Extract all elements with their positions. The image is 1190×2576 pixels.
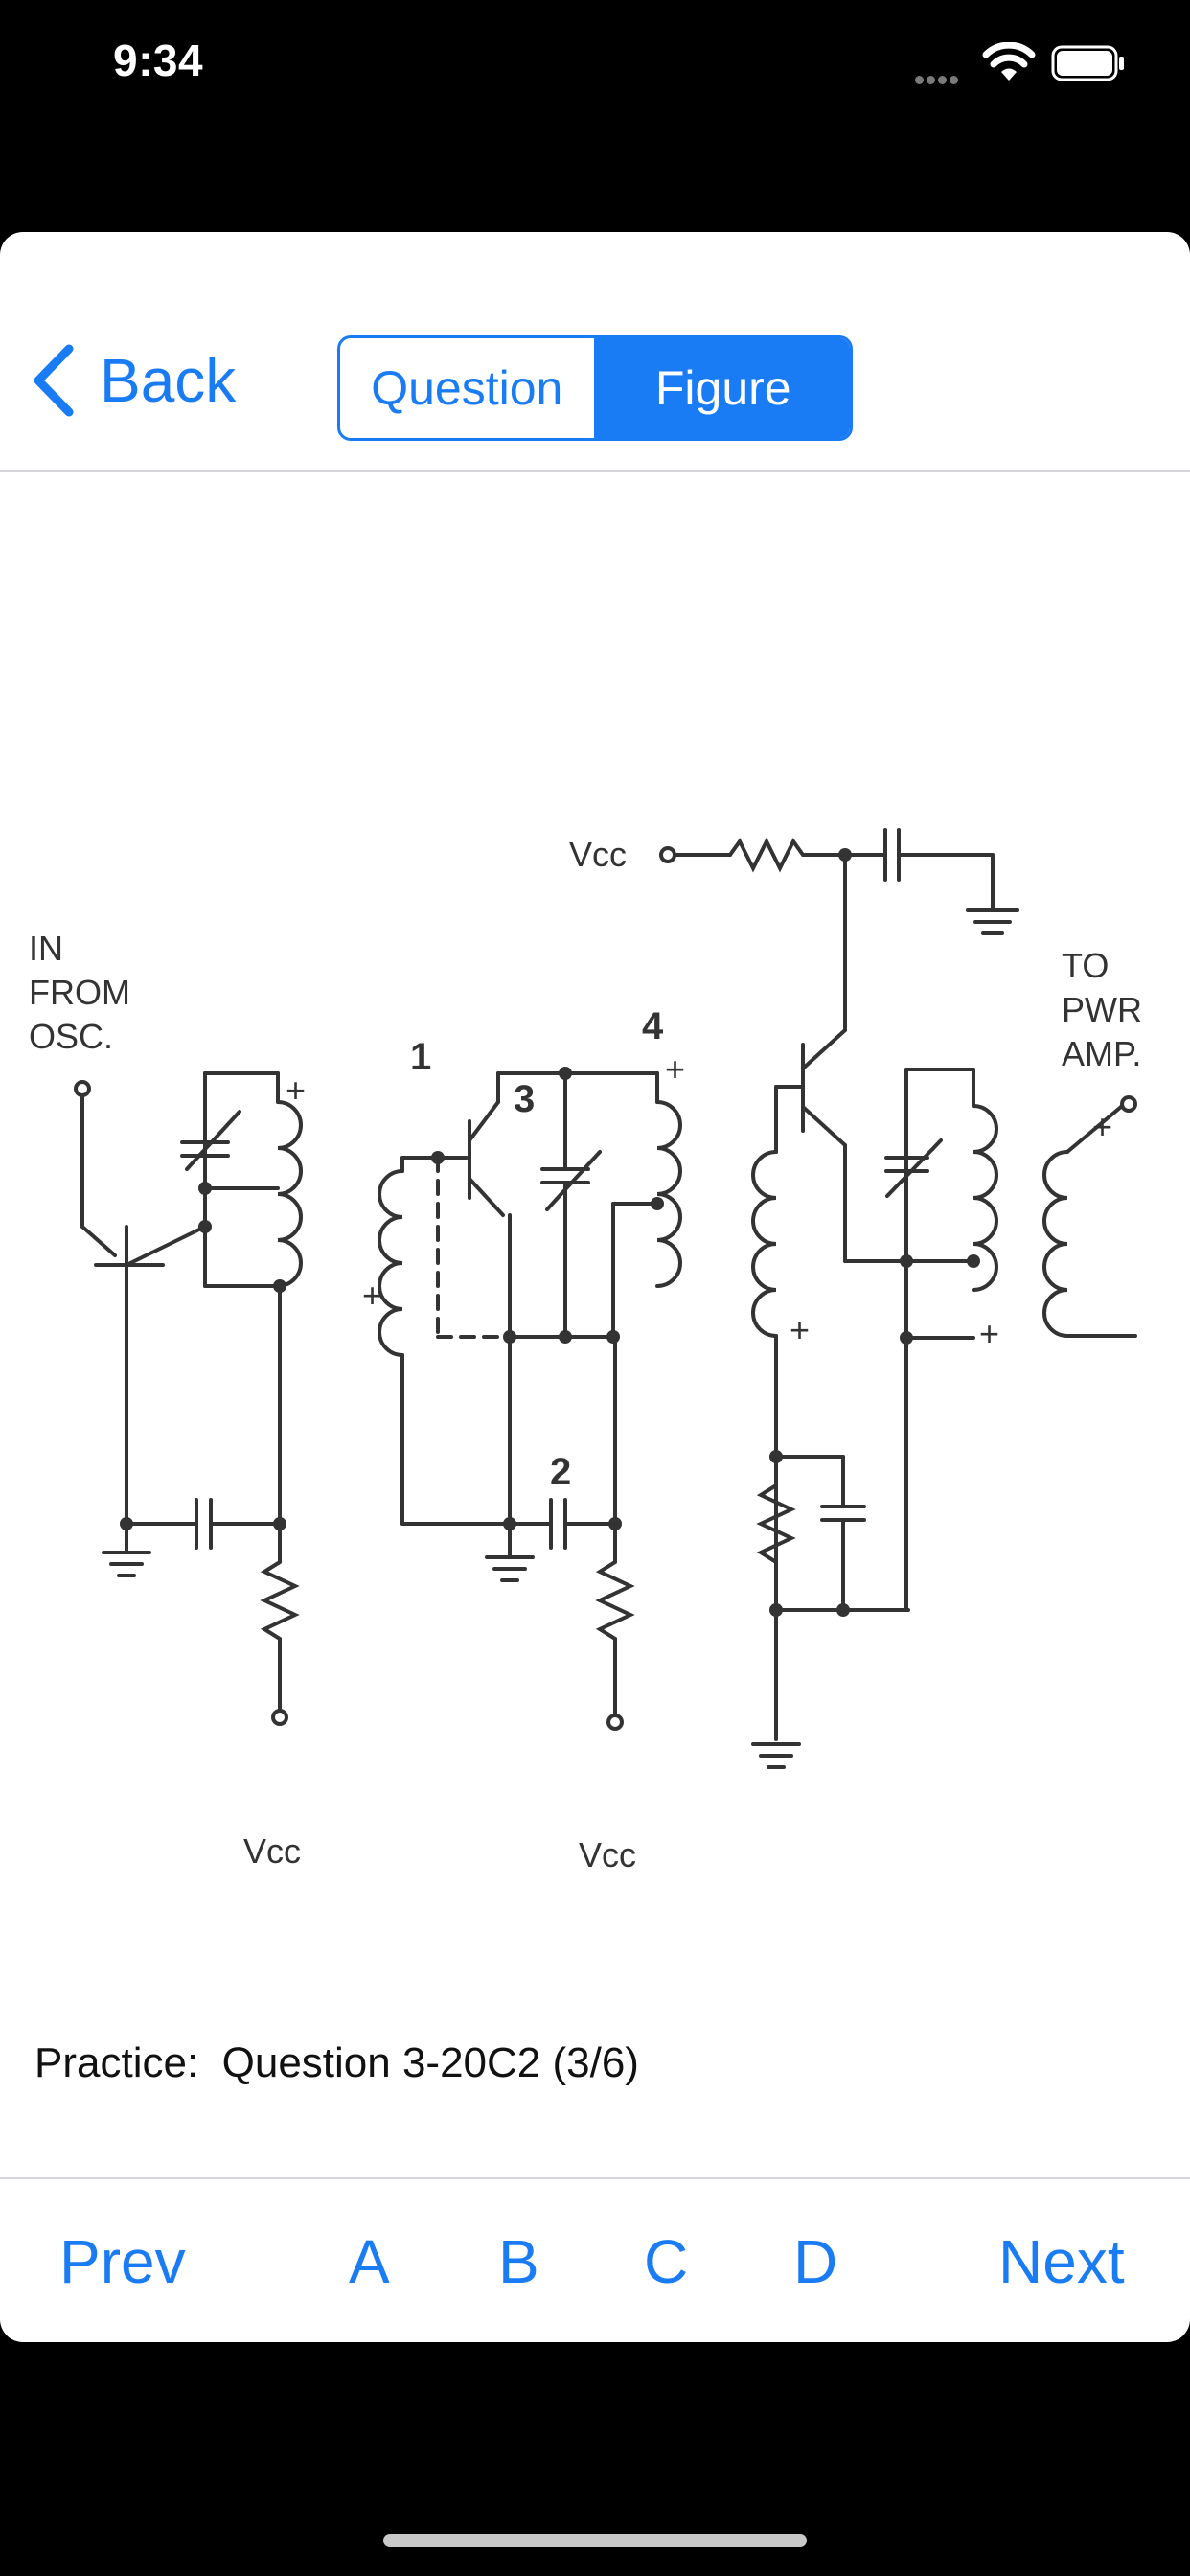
figure-area: IN FROM OSC. TO PWR AMP. Vcc Vcc Vcc 1 2…	[0, 470, 1190, 2099]
caption-prefix: Practice:	[34, 2039, 199, 2086]
bottom-toolbar: Prev A B C D Next	[0, 2177, 1190, 2342]
view-segmented-control[interactable]: Question Figure	[337, 335, 853, 441]
plus-sign: +	[286, 1070, 306, 1110]
plus-sign: +	[1092, 1107, 1112, 1146]
prev-button[interactable]: Prev	[59, 2227, 186, 2296]
plus-sign: +	[362, 1276, 382, 1315]
plus-sign: +	[665, 1049, 685, 1089]
back-button[interactable]: Back	[29, 337, 236, 424]
main-card: Back Question Figure	[0, 232, 1190, 2342]
label-vcc-left: Vcc	[243, 1831, 301, 1871]
segment-question[interactable]: Question	[371, 361, 563, 415]
label-osc: OSC.	[29, 1017, 113, 1056]
label-point-1: 1	[410, 1036, 431, 1078]
status-time: 9:34	[113, 35, 204, 85]
label-amp: AMP.	[1062, 1034, 1141, 1073]
label-point-2: 2	[550, 1451, 571, 1493]
label-point-4: 4	[642, 1005, 664, 1047]
cellular-signal-icon	[915, 72, 961, 89]
plus-sign: +	[790, 1310, 810, 1349]
chevron-left-icon	[34, 344, 74, 417]
battery-icon	[1051, 45, 1124, 81]
back-label: Back	[100, 346, 237, 415]
plus-sign: +	[979, 1314, 999, 1353]
answer-c-button[interactable]: C	[644, 2227, 689, 2296]
status-bar: 9:34	[0, 0, 1190, 134]
wifi-icon	[982, 42, 1036, 80]
label-pwr: PWR	[1062, 990, 1142, 1029]
caption-question: Question 3-20C2 (3/6)	[221, 2039, 639, 2086]
label-point-3: 3	[514, 1078, 535, 1120]
navigation-bar: Back Question Figure	[0, 232, 1190, 472]
home-indicator[interactable]	[383, 2534, 807, 2547]
label-to: TO	[1062, 946, 1109, 985]
label-in: IN	[29, 929, 63, 968]
next-button[interactable]: Next	[998, 2227, 1125, 2296]
label-from: FROM	[29, 973, 130, 1012]
segment-figure[interactable]: Figure	[593, 338, 850, 438]
answer-b-button[interactable]: B	[498, 2227, 539, 2296]
question-caption: Practice: Question 3-20C2 (3/6)	[34, 2039, 639, 2087]
answer-a-button[interactable]: A	[349, 2227, 390, 2296]
answer-d-button[interactable]: D	[793, 2227, 838, 2296]
label-vcc-mid: Vcc	[579, 1835, 636, 1874]
label-vcc-top: Vcc	[569, 835, 627, 874]
circuit-schematic: IN FROM OSC. TO PWR AMP. Vcc Vcc Vcc 1 2…	[29, 828, 1142, 1874]
